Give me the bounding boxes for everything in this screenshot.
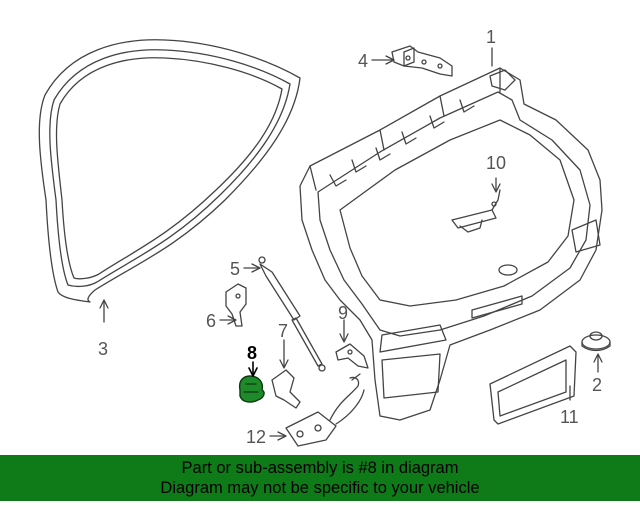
notice-line-disclaimer: Diagram may not be specific to your vehi… xyxy=(160,479,480,497)
callout-5: 5 xyxy=(230,259,241,279)
callout-8: 8 xyxy=(247,343,258,363)
liftgate-hinge xyxy=(391,45,453,77)
callout-1: 1 xyxy=(486,27,497,47)
retainer-clip-highlighted xyxy=(238,375,265,403)
callout-10: 10 xyxy=(486,153,507,173)
notice-line-part: Part or sub-assembly is #8 in diagram xyxy=(181,459,459,477)
callout-7: 7 xyxy=(278,321,289,341)
weatherstrip-seal xyxy=(38,39,301,303)
liftgate-latch xyxy=(285,373,365,447)
liftgate-panel xyxy=(299,67,603,421)
callout-11: 11 xyxy=(560,407,579,427)
trim-panel xyxy=(489,345,577,425)
callout-4: 4 xyxy=(358,51,369,71)
gas-strut xyxy=(258,256,326,372)
leader-arrow-12 xyxy=(277,431,287,441)
latch-bracket xyxy=(335,343,369,369)
leader-arrow-9 xyxy=(339,333,349,343)
leader-arrow-2 xyxy=(593,353,603,363)
callout-9: 9 xyxy=(338,303,349,323)
wiper-motor xyxy=(451,189,501,233)
callout-12: 12 xyxy=(246,427,267,447)
leader-arrow-4 xyxy=(385,55,395,65)
leader-arrow-5 xyxy=(251,263,261,273)
leader-arrow-6 xyxy=(227,315,237,325)
strut-bracket xyxy=(225,283,247,327)
leader-arrow-7 xyxy=(279,359,289,369)
callout-6: 6 xyxy=(206,311,217,331)
callout-2: 2 xyxy=(592,375,603,395)
callout-3: 3 xyxy=(98,339,109,359)
diagram-notice-banner: Part or sub-assembly is #8 in diagram Di… xyxy=(0,455,640,501)
leader-arrow-8 xyxy=(248,367,258,377)
lower-bracket xyxy=(271,369,301,409)
leader-arrow-3 xyxy=(99,299,109,309)
bump-stop xyxy=(581,331,611,352)
leader-arrow-10 xyxy=(491,183,501,193)
